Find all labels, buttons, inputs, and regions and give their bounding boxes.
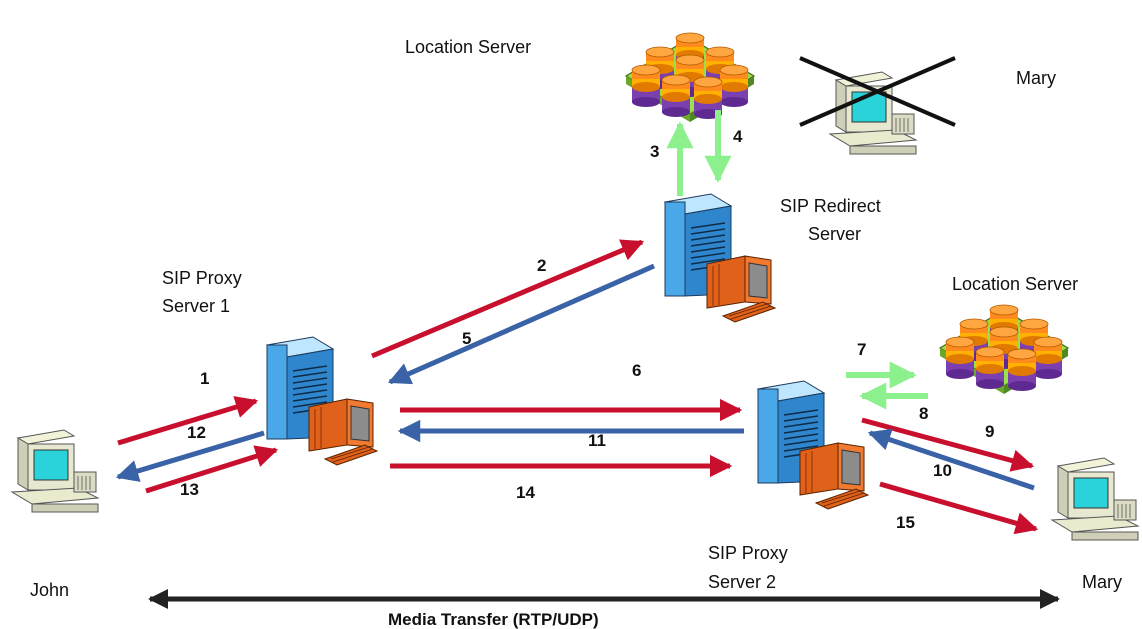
arrow-step-2: [371, 239, 645, 359]
john-computer-icon: [11, 429, 99, 513]
media-transfer-label: Media Transfer (RTP/UDP): [388, 610, 599, 629]
location-server-right-label: Location Server: [952, 274, 1078, 294]
sip-redirect-label-line1: SIP Redirect: [780, 196, 881, 216]
step-number-13: 13: [180, 480, 199, 499]
sip-redirect-label-line2: Server: [808, 224, 861, 244]
arrow-step-12: [115, 430, 265, 482]
step-number-10: 10: [933, 461, 952, 480]
arrow-step-10: [867, 428, 1035, 491]
step-number-2: 2: [537, 256, 546, 275]
step-number-1: 1: [200, 369, 209, 388]
arrow-step-13: [145, 445, 279, 494]
arrow-step-5: [387, 263, 656, 385]
step-number-9: 9: [985, 422, 994, 441]
arrow-step-15: [879, 481, 1039, 535]
sip-proxy2-label-line2: Server 2: [708, 572, 776, 592]
location-server-top-icon: [626, 33, 754, 122]
sip-proxy-server2-icon: [757, 380, 869, 510]
step-number-3: 3: [650, 142, 659, 161]
step-number-15: 15: [896, 513, 915, 532]
arrow-step-9: [861, 417, 1035, 472]
sip-redirect-server-icon: [664, 193, 776, 323]
step-number-11: 11: [588, 431, 606, 450]
sip-proxy2-label-line1: SIP Proxy: [708, 543, 788, 563]
step-number-5: 5: [462, 329, 471, 348]
mary-label: Mary: [1082, 572, 1122, 592]
step-number-8: 8: [919, 404, 928, 423]
location-server-top-label: Location Server: [405, 37, 531, 57]
sip-proxy1-label-line2: Server 1: [162, 296, 230, 316]
sip-proxy1-label-line1: SIP Proxy: [162, 268, 242, 288]
mary-offline-computer-icon: [829, 71, 917, 155]
john-label: John: [30, 580, 69, 600]
step-number-14: 14: [516, 483, 535, 502]
location-server-right-icon: [940, 305, 1068, 394]
mary-computer-icon: [1051, 457, 1139, 541]
step-number-7: 7: [857, 340, 866, 359]
step-number-12: 12: [187, 423, 206, 442]
step-number-6: 6: [632, 361, 641, 380]
arrow-step-1: [117, 396, 259, 446]
mary-offline-label: Mary: [1016, 68, 1056, 88]
step-number-4: 4: [733, 127, 743, 146]
offline-cross-icon: [799, 56, 956, 127]
sip-proxy-server1-icon: [266, 336, 378, 466]
